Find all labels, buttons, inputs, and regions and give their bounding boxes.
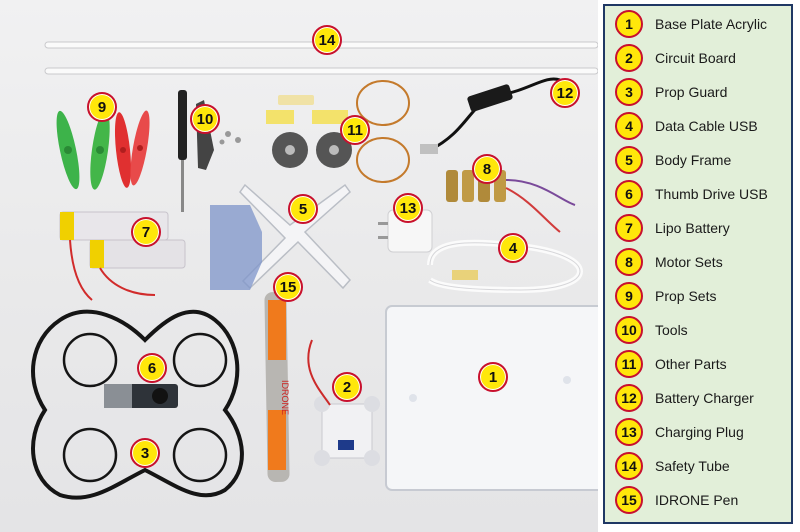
legend-item: 14 Safety Tube [615,451,790,481]
legend-label: Prop Sets [655,288,717,304]
legend-label: Base Plate Acrylic [655,16,768,32]
legend-label: Safety Tube [655,458,730,474]
pen-label: IDRONE [280,380,290,415]
marker-safety-tube: 14 [312,25,342,55]
legend-label: Lipo Battery [655,220,730,236]
legend-item: 15 IDRONE Pen [615,485,790,515]
tools [178,90,241,212]
legend-label: Prop Guard [655,84,728,100]
marker-lipo-battery: 7 [131,217,161,247]
prop-guard [31,309,244,500]
marker-charging-plug: 13 [393,193,423,223]
legend-label: Thumb Drive USB [655,186,768,202]
legend-label: Motor Sets [655,254,723,270]
legend-number: 2 [615,44,643,72]
legend-label: Other Parts [655,356,727,372]
legend-number: 7 [615,214,643,242]
marker-body-frame: 5 [288,194,318,224]
legend-number: 3 [615,78,643,106]
circuit-board [307,339,380,466]
other-parts [266,80,410,183]
marker-tools: 10 [190,104,220,134]
legend-label: Body Frame [655,152,732,168]
legend-number: 10 [615,316,643,344]
legend-item: 7 Lipo Battery [615,213,790,243]
marker-data-cable: 4 [498,233,528,263]
legend-label: Battery Charger [655,390,754,406]
legend-item: 5 Body Frame [615,145,790,175]
legend-label: Tools [655,322,688,338]
legend-number: 6 [615,180,643,208]
legend-item: 4 Data Cable USB [615,111,790,141]
marker-prop-guard: 3 [130,438,160,468]
legend-number: 8 [615,248,643,276]
legend-number: 12 [615,384,643,412]
data-cable [427,239,583,294]
marker-thumb-drive: 6 [137,353,167,383]
legend-item: 10 Tools [615,315,790,345]
parts-legend: 1 Base Plate Acrylic 2 Circuit Board 3 P… [603,4,793,524]
kit-photo: IDRONE 14 12 9 10 11 8 5 13 7 4 15 1 6 2… [0,0,598,532]
legend-item: 8 Motor Sets [615,247,790,277]
legend-item: 9 Prop Sets [615,281,790,311]
marker-circuit-board: 2 [332,372,362,402]
marker-idrone-pen: 15 [273,272,303,302]
legend-item: 2 Circuit Board [615,43,790,73]
legend-number: 15 [615,486,643,514]
base-plate [385,305,598,491]
legend-label: Circuit Board [655,50,736,66]
photo-illustration: IDRONE [31,41,598,500]
legend-item: 12 Battery Charger [615,383,790,413]
motor-sets [446,170,576,233]
legend-item: 6 Thumb Drive USB [615,179,790,209]
legend-number: 4 [615,112,643,140]
marker-other-parts: 11 [340,115,370,145]
legend-number: 9 [615,282,643,310]
legend-number: 1 [615,10,643,38]
idrone-pen: IDRONE [264,291,290,483]
legend-number: 14 [615,452,643,480]
lipo-battery [59,211,186,301]
marker-prop-sets: 9 [87,92,117,122]
legend-label: IDRONE Pen [655,492,739,508]
legend-number: 5 [615,146,643,174]
marker-base-plate: 1 [478,362,508,392]
prop-sets [56,110,150,190]
battery-charger [420,77,561,154]
marker-battery-charger: 12 [550,78,580,108]
thumb-drive [104,384,178,408]
legend-item: 13 Charging Plug [615,417,790,447]
legend-number: 13 [615,418,643,446]
body-frame [210,183,352,290]
legend-item: 11 Other Parts [615,349,790,379]
marker-motor-sets: 8 [472,154,502,184]
legend-number: 11 [615,350,643,378]
legend-label: Charging Plug [655,424,744,440]
legend-item: 1 Base Plate Acrylic [615,9,790,39]
legend-item: 3 Prop Guard [615,77,790,107]
legend-label: Data Cable USB [655,118,758,134]
